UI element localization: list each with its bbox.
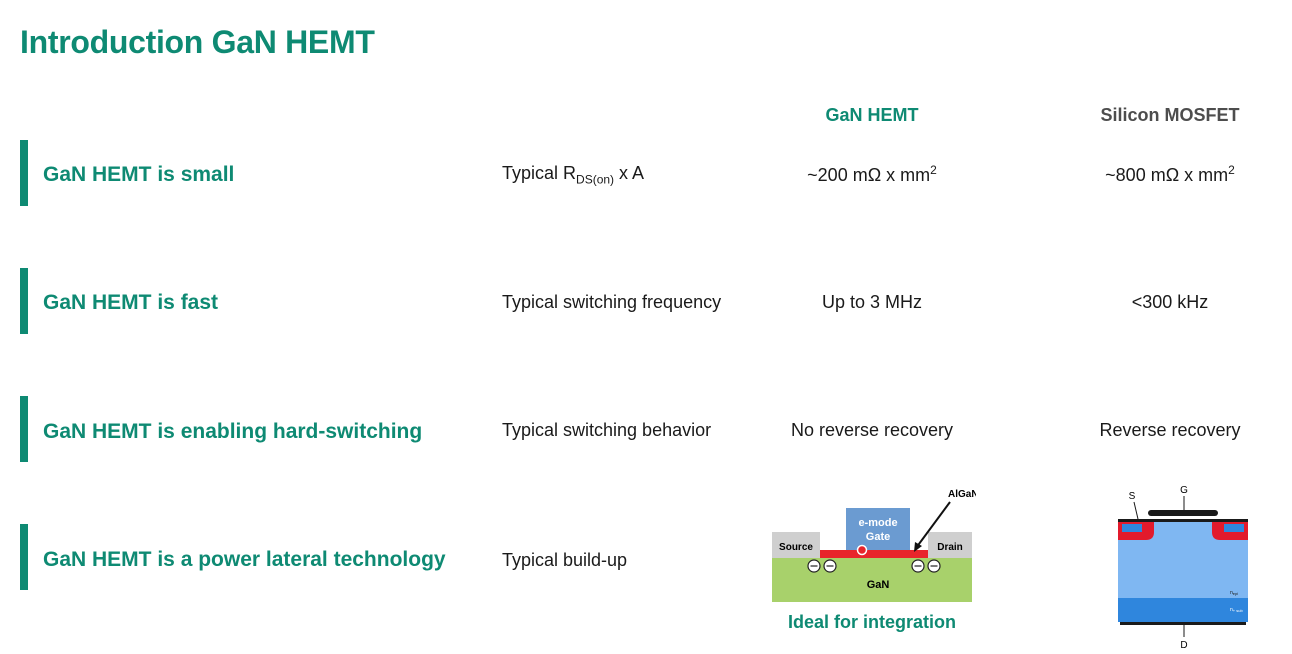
source-contact (772, 532, 820, 558)
n-epi-label: nepi (1230, 590, 1238, 596)
gan-value-rdson: ~200 mΩ x mm2 (807, 163, 937, 185)
gate-block (846, 508, 910, 550)
row-metric-switching-behavior: Typical switching behavior (502, 420, 712, 440)
gate-electrode (1148, 510, 1218, 516)
row-accent-bar (20, 396, 28, 462)
row-accent-bar (20, 524, 28, 590)
column-header-silicon-mosfet: Silicon MOSFET (1100, 105, 1240, 125)
gate-label-line1: e-mode (858, 517, 897, 529)
row-metric-build-up: Typical build-up (502, 550, 628, 570)
gate-terminal-label: G (1180, 485, 1188, 496)
row-accent-bar (20, 268, 28, 334)
substrate-region (1118, 598, 1248, 622)
algan-arrow (915, 501, 951, 549)
gan-value-frequency: Up to 3 MHz (821, 292, 923, 312)
si-value-frequency: <300 kHz (1131, 292, 1209, 312)
gate-dot (856, 544, 868, 556)
page-title: Introduction GaN HEMT (20, 24, 375, 60)
row-label-fast: GaN HEMT is fast (43, 291, 219, 314)
si-value-rdson: ~800 mΩ x mm2 (1105, 163, 1235, 185)
row-label-small: GaN HEMT is small (43, 163, 235, 186)
algan-label: AlGaN (948, 489, 976, 500)
source-lead (1133, 501, 1139, 520)
row-metric-rdson: Typical RDS(on) x A (502, 163, 645, 187)
gan-value-recovery: No reverse recovery (790, 420, 954, 440)
row-metric-frequency: Typical switching frequency (502, 292, 722, 312)
algan-channel (820, 550, 928, 558)
integration-caption: Ideal for integration (787, 612, 956, 632)
left-n-source (1122, 524, 1142, 532)
silicon-mosfet-cross-section-diagram: S G D nepi n+ sub (1118, 485, 1248, 651)
row-label-hard-switching: GaN HEMT is enabling hard-switching (43, 420, 423, 443)
drain-label: Drain (937, 542, 963, 553)
algan-arrow-head (914, 542, 922, 552)
row-label-lateral: GaN HEMT is a power lateral technology (43, 548, 446, 571)
gate-label-line2: Gate (866, 531, 890, 543)
source-metal (1118, 519, 1248, 522)
electron-icons (807, 559, 941, 573)
drain-contact (928, 532, 972, 558)
drain-metal (1120, 622, 1246, 625)
column-header-gan-hemt: GaN HEMT (825, 105, 919, 125)
gan-hemt-cross-section-diagram: AlGaN e-mode Gate Source Drain GaN (772, 489, 976, 602)
gan-label: GaN (867, 579, 890, 591)
right-n-source (1224, 524, 1244, 532)
source-terminal-label: S (1129, 491, 1136, 502)
si-value-recovery: Reverse recovery (1099, 420, 1241, 440)
drain-terminal-label: D (1180, 640, 1187, 651)
n-sub-label: n+ sub (1230, 607, 1243, 613)
source-label: Source (779, 542, 813, 553)
row-accent-bar (20, 140, 28, 206)
